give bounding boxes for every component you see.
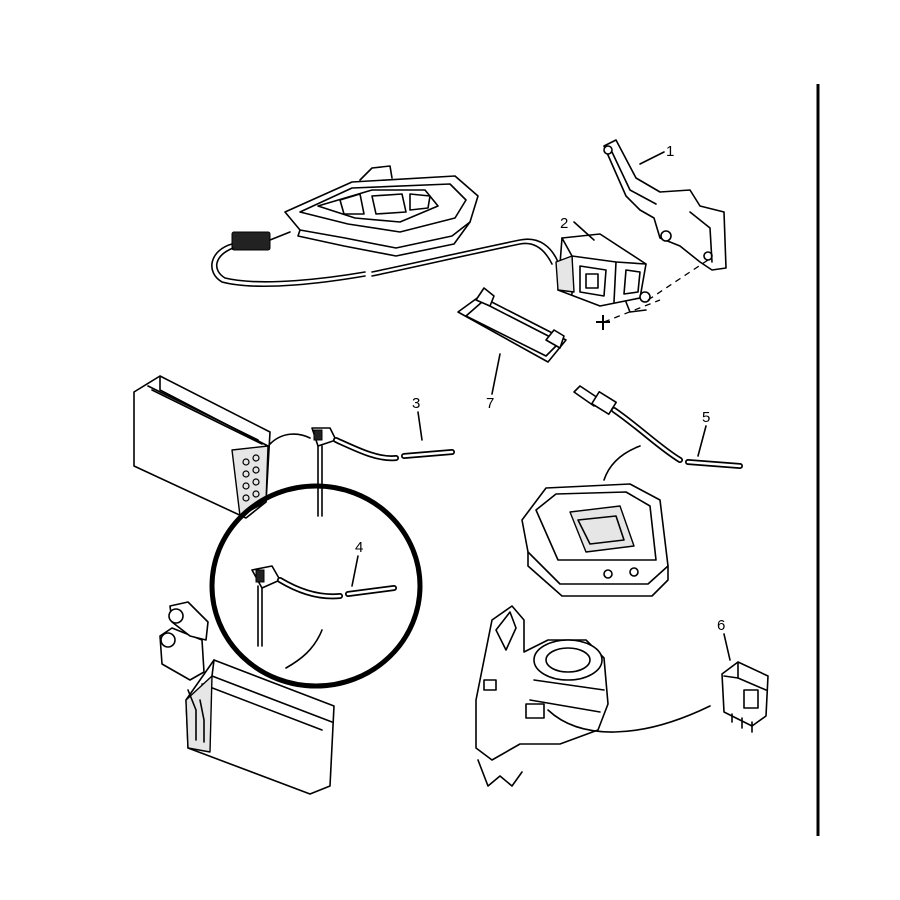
leader-line-5 [697, 425, 707, 457]
heater-core [133, 375, 271, 519]
blower-housing [475, 605, 711, 787]
fastener-cross-icon [596, 315, 610, 330]
relay-module [721, 661, 769, 733]
leader-line-3 [417, 411, 423, 441]
callout-6: 6 [717, 617, 725, 634]
callout-4: 4 [355, 539, 363, 556]
alignment-line-upper [647, 259, 709, 301]
leader-line-7 [491, 353, 501, 395]
callout-5: 5 [702, 409, 710, 426]
mounting-bracket [603, 139, 727, 271]
console-wire-harness [211, 231, 559, 288]
leader-line-6 [723, 633, 731, 661]
detail-highlight-circle [209, 483, 423, 689]
evaporator-core [159, 601, 335, 795]
callout-7: 7 [486, 395, 494, 412]
bracket-plate [457, 287, 567, 363]
temperature-sensor-detail [251, 565, 397, 669]
leader-line-2 [573, 221, 595, 241]
actuator-assembly [555, 233, 651, 313]
callout-1: 1 [666, 143, 674, 160]
aspirator-hose [573, 385, 743, 481]
leader-line-1 [639, 151, 665, 165]
leader-line-4 [351, 555, 359, 587]
callout-3: 3 [412, 395, 420, 412]
overhead-console [284, 165, 479, 257]
temperature-sensor-upper [269, 427, 455, 517]
aspirator-vent-housing [521, 483, 669, 597]
callout-2: 2 [560, 215, 568, 232]
